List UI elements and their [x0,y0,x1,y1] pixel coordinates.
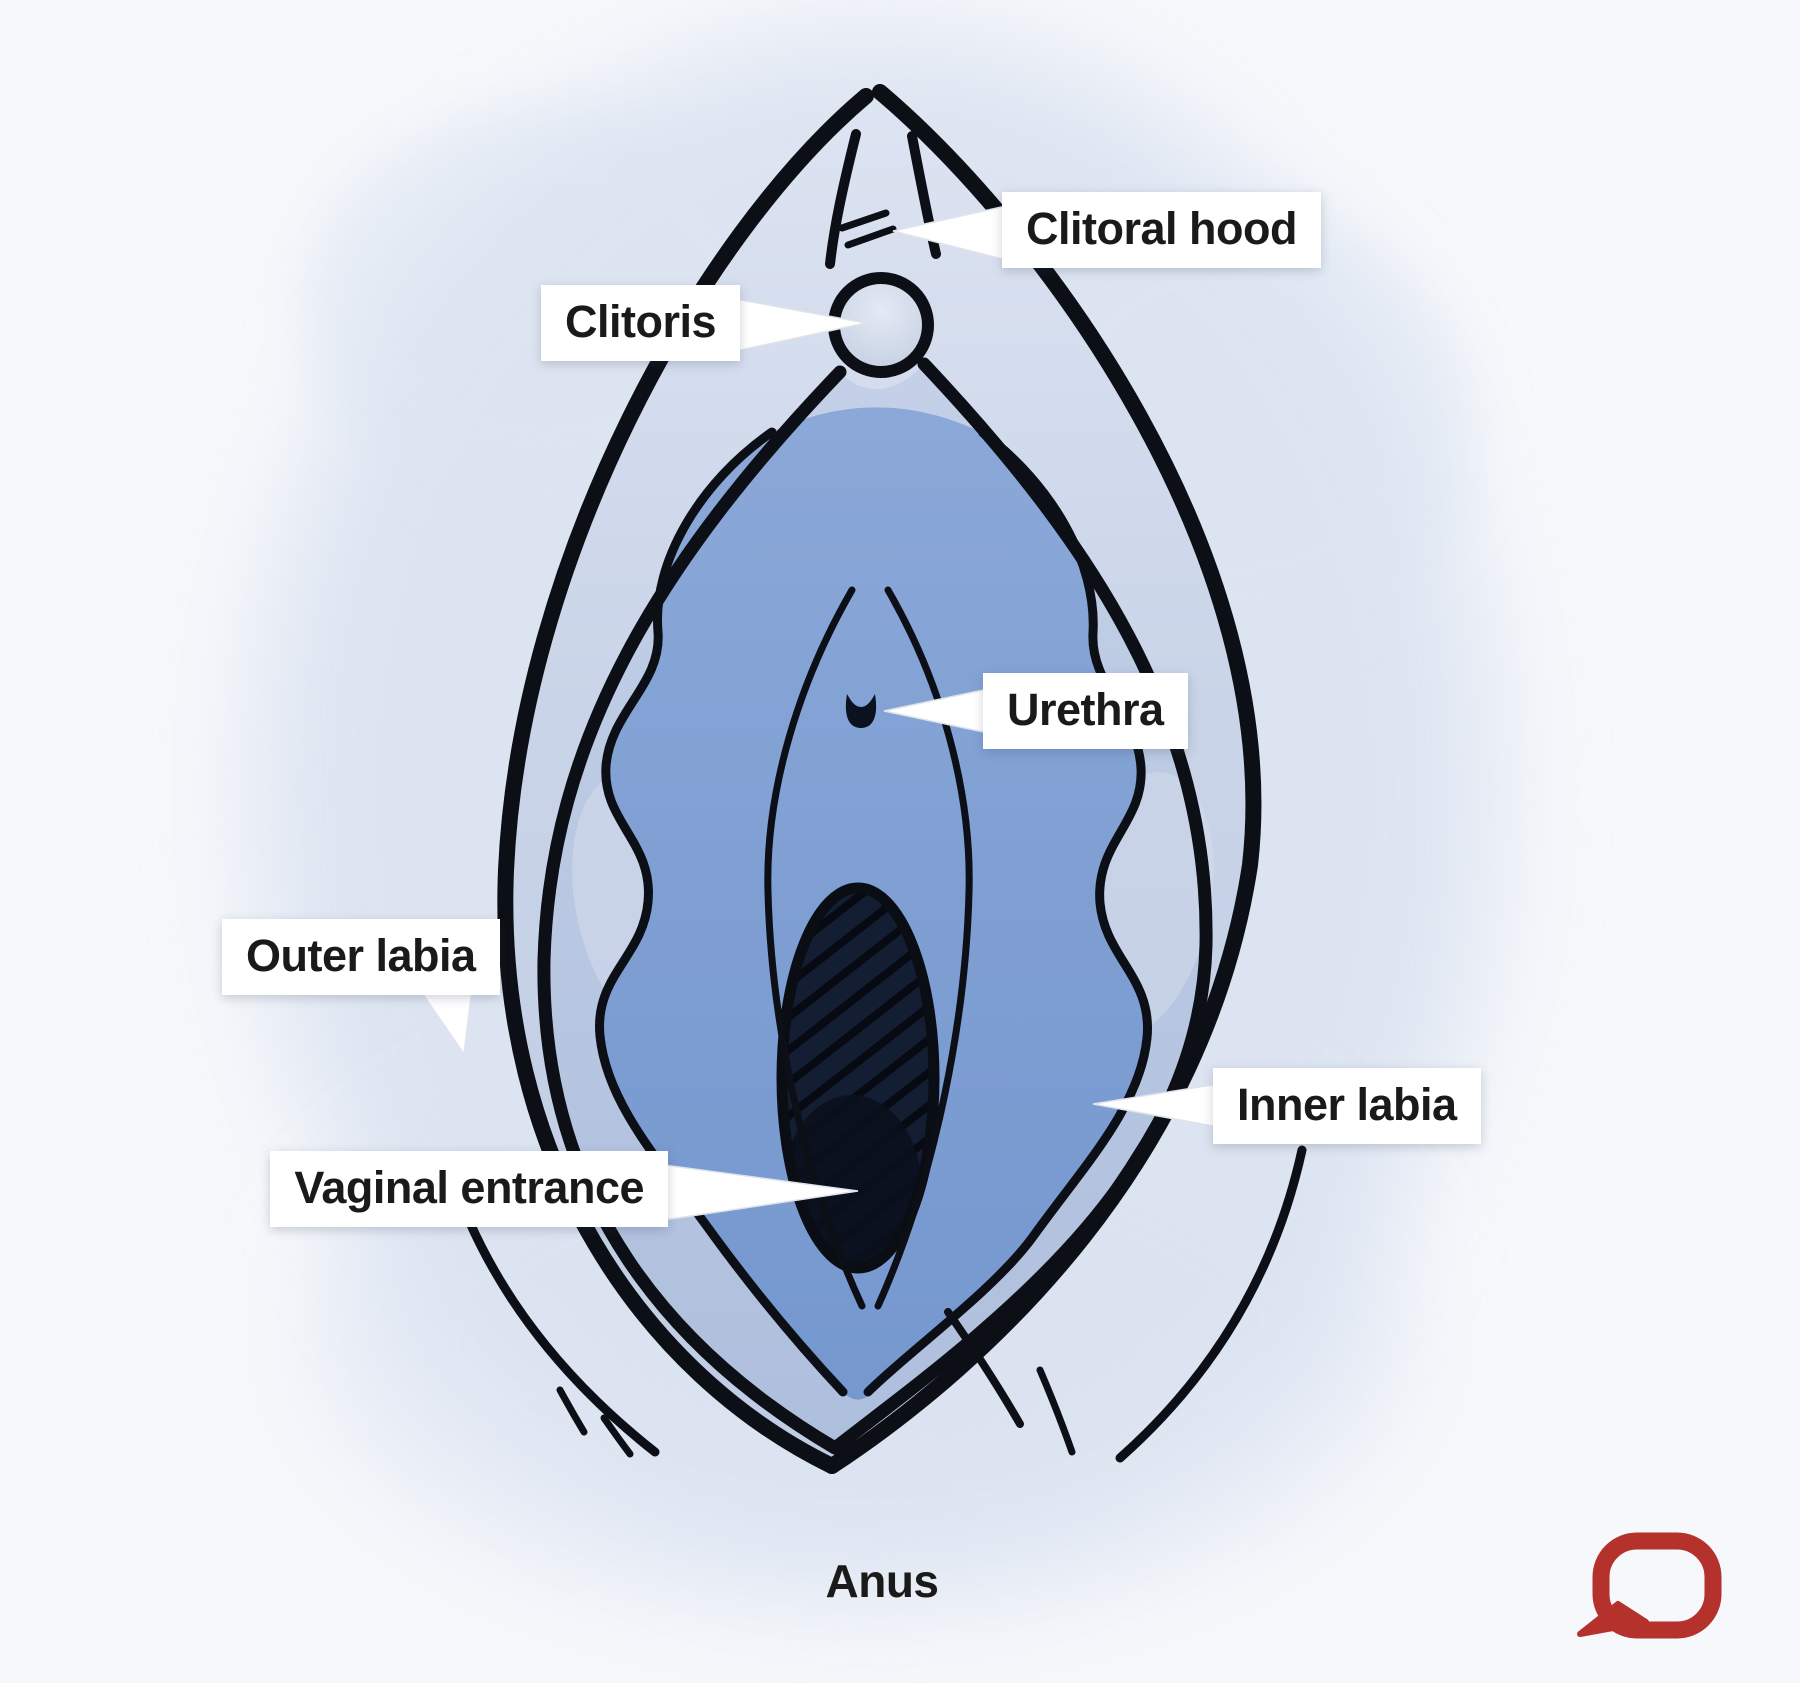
clitoral-hood-label: Clitoral hood [1002,192,1321,268]
urethra-opening [845,694,877,728]
clitoris-label: Clitoris [540,285,740,361]
inner-labia-label: Inner labia [1213,1068,1481,1144]
anus-label: Anus [825,1555,940,1607]
outer-labia-label: Outer labia [222,919,500,995]
vaginal-opening [776,882,940,1274]
clitoral-hood-dash-1 [838,209,890,232]
vaginal-entrance-label: Vaginal entrance [270,1151,668,1227]
speech-bubble-logo [1577,1532,1722,1639]
ink-outlines [443,84,1307,1474]
callout-pointers [418,205,1219,1221]
clitoral-hood-line-left [825,129,861,269]
urethra-label: Urethra [983,673,1188,749]
clitoral-hood-dash-2 [844,225,897,249]
clitoral-hood-line-right [907,131,941,259]
